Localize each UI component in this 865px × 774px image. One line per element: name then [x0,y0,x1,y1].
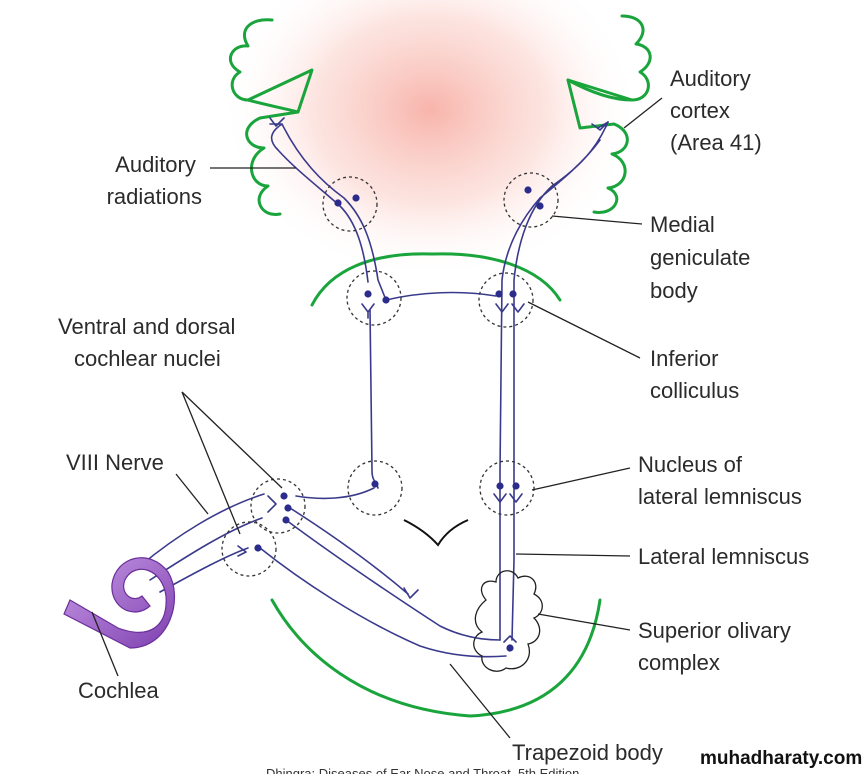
trapezoid-fibre-ending [403,587,419,599]
trapezoid-fibre [259,547,507,658]
midbrain-outline [310,252,562,307]
synapse-dot [495,290,503,298]
synapse-dot [506,644,514,652]
synapse-dot [254,544,262,552]
mgb-right-ring [503,172,559,228]
cn-to-nll-fibre [295,487,375,500]
right-cortex-ending [591,121,609,131]
label-medial-geniculate: Medial geniculate body [650,212,756,303]
left-cortex-fold [246,98,300,114]
leader-superior-olivary [537,613,631,631]
right-ascending-tract [499,121,609,641]
synapse-dot [371,480,379,488]
ic-right-ring [478,272,534,328]
cn-crossing-fibre-2 [285,519,501,641]
label-viii-nerve: VIII Nerve [66,450,164,475]
synapse-dot [509,290,517,298]
label-cochlear-nuclei: Ventral and dorsal cochlear nuclei [58,314,241,371]
synapse-dot [536,202,544,210]
right-cortex-outline [566,14,652,214]
synapse-fork [237,545,247,557]
leader-nucleus-ll [531,467,631,491]
synapse-fork [267,495,277,513]
leader-trapezoid-body [449,663,511,739]
cn-crossing-fibre-1 [289,507,409,595]
nll-right-ring [479,460,535,516]
synapse-dot [334,199,342,207]
synapse-dot [282,516,290,524]
watermark: muhadharaty.com [700,748,862,769]
synapse-fork [493,493,523,503]
cochlear-nucleus-dorsal-ring [250,478,306,534]
source-caption: Dhingra: Diseases of Ear Nose and Throat… [266,766,579,774]
cortex-glow [220,0,640,280]
synapse-dot [496,482,504,490]
leader-auditory-cortex [623,97,663,129]
leader-inferior-colliculus [527,301,641,359]
cochlear-nucleus-ventral-ring [221,521,277,577]
synapse-fork [503,635,517,643]
right-cortex-fold [566,78,634,102]
synapse-dot [352,194,360,202]
label-nucleus-lateral-lemniscus: Nucleus of lateral lemniscus [638,452,802,509]
label-inferior-colliculus: Inferior colliculus [650,346,739,403]
commissure-ic [385,291,497,301]
left-radiation-ending [269,117,285,127]
label-auditory-cortex: Auditory cortex (Area 41) [670,66,762,155]
synapse-dot [364,290,372,298]
synapse-dot [382,296,390,304]
label-cochlea: Cochlea [78,678,159,703]
synapse-dot [524,186,532,194]
synapse-dot [284,504,292,512]
ventricle-notch [403,519,469,547]
superior-olivary-outline [473,570,543,672]
label-superior-olivary: Superior olivary complex [638,618,797,675]
synapse-dot [512,482,520,490]
leader-cochlear-nuclei-1 [181,391,283,489]
leader-lateral-lemniscus [515,553,631,557]
label-trapezoid-body: Trapezoid body [512,740,663,765]
synapse-fork [495,303,525,313]
synapse-dot [280,492,288,500]
left-ascending-tract [269,123,387,301]
mgb-left-ring [322,176,378,232]
label-auditory-radiations: Auditory radiations [107,152,202,209]
leader-viii-nerve [175,473,209,515]
ic-left-ring [346,270,402,326]
leader-cochlear-nuclei-2 [181,391,241,535]
cochlea-spiral [63,557,176,649]
leader-medial-geniculate [551,215,643,225]
label-lateral-lemniscus: Lateral lemniscus [638,544,809,569]
leader-cochlea [91,611,119,677]
nll-left-ring [347,460,403,516]
brainstem-outline [270,598,602,718]
synapse-fork [361,303,375,319]
